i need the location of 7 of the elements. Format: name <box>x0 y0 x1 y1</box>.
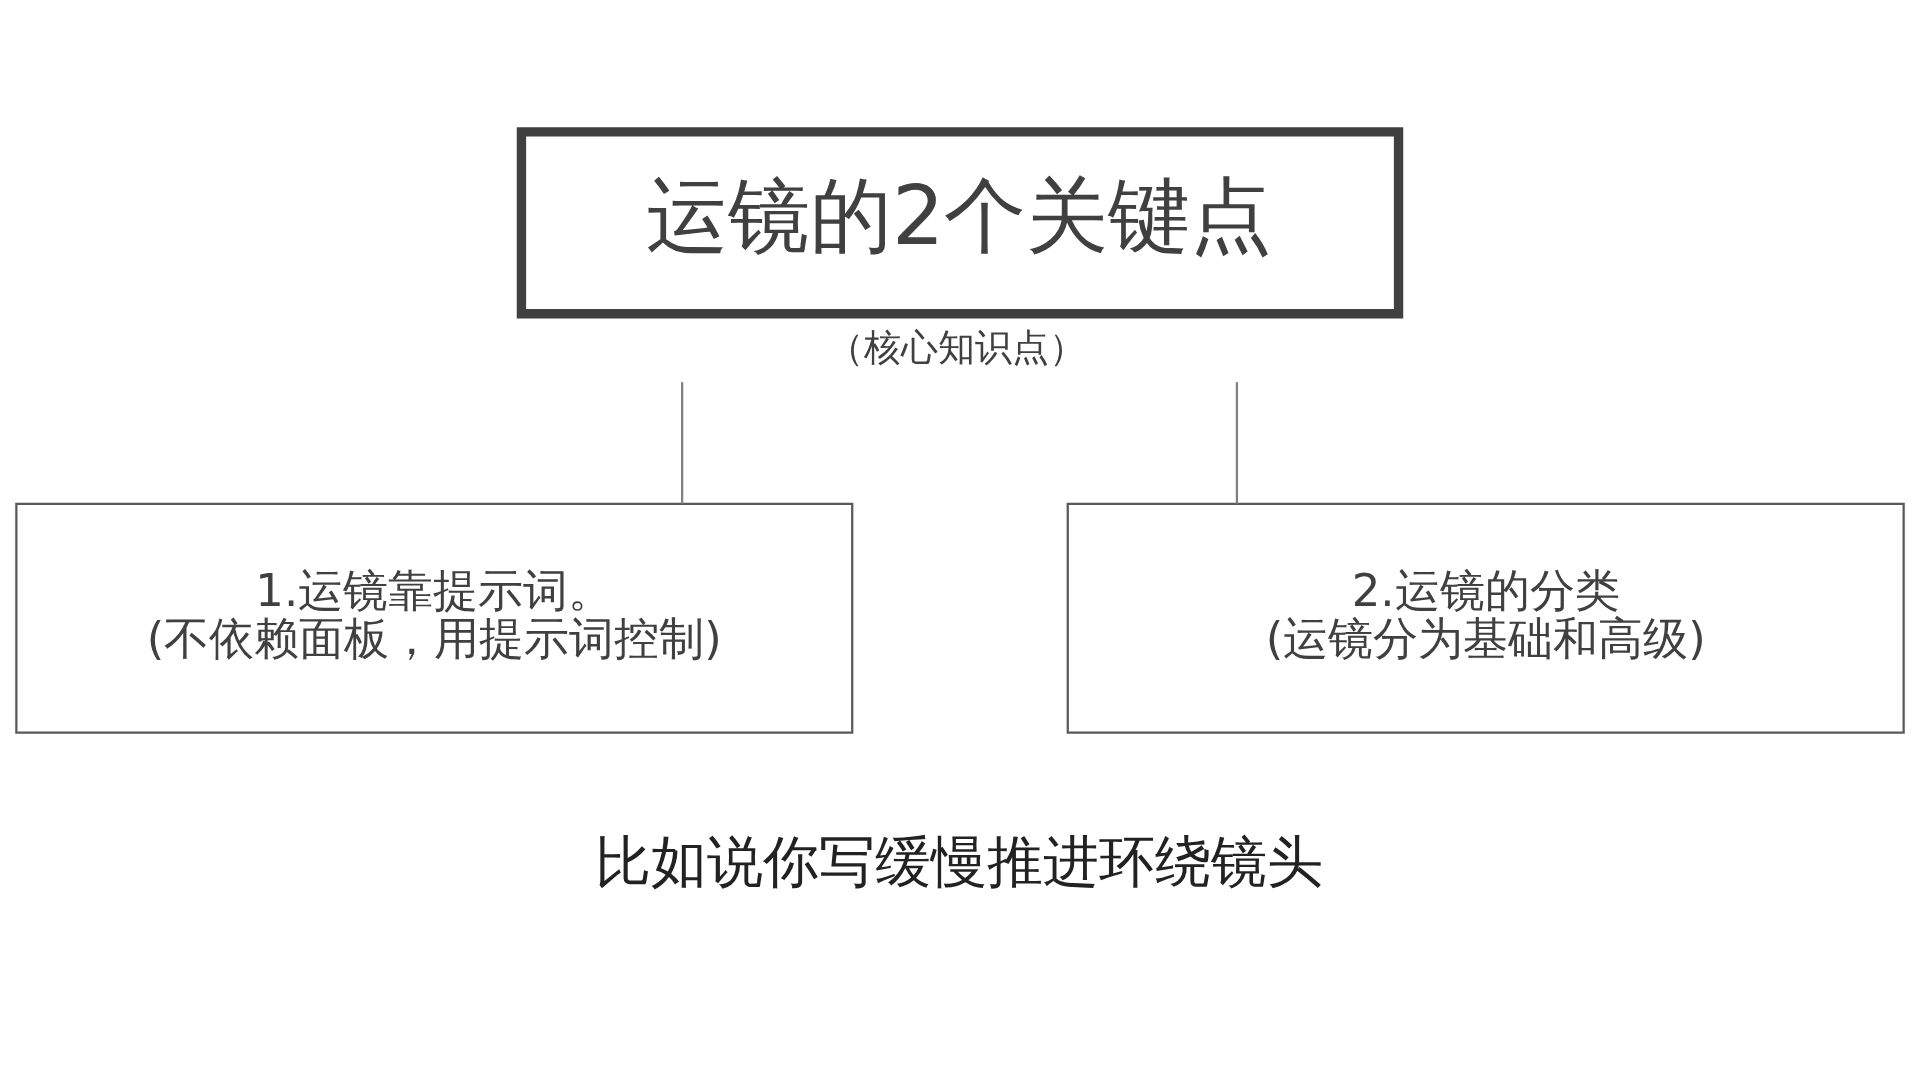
node-label: （核心知识点） <box>826 324 1086 369</box>
connector <box>681 381 684 504</box>
node-box: 1.运镜靠提示词。 (不依赖面板，用提示词控制) <box>15 502 854 734</box>
caption: 比如说你写缓慢推进环绕镜头 <box>594 828 1323 894</box>
connector <box>1235 381 1239 504</box>
node-box: 2.运镜的分类 (运镜分为基础和高级) <box>1066 502 1905 734</box>
node-box: 运镜的2个关键点 <box>516 126 1404 318</box>
